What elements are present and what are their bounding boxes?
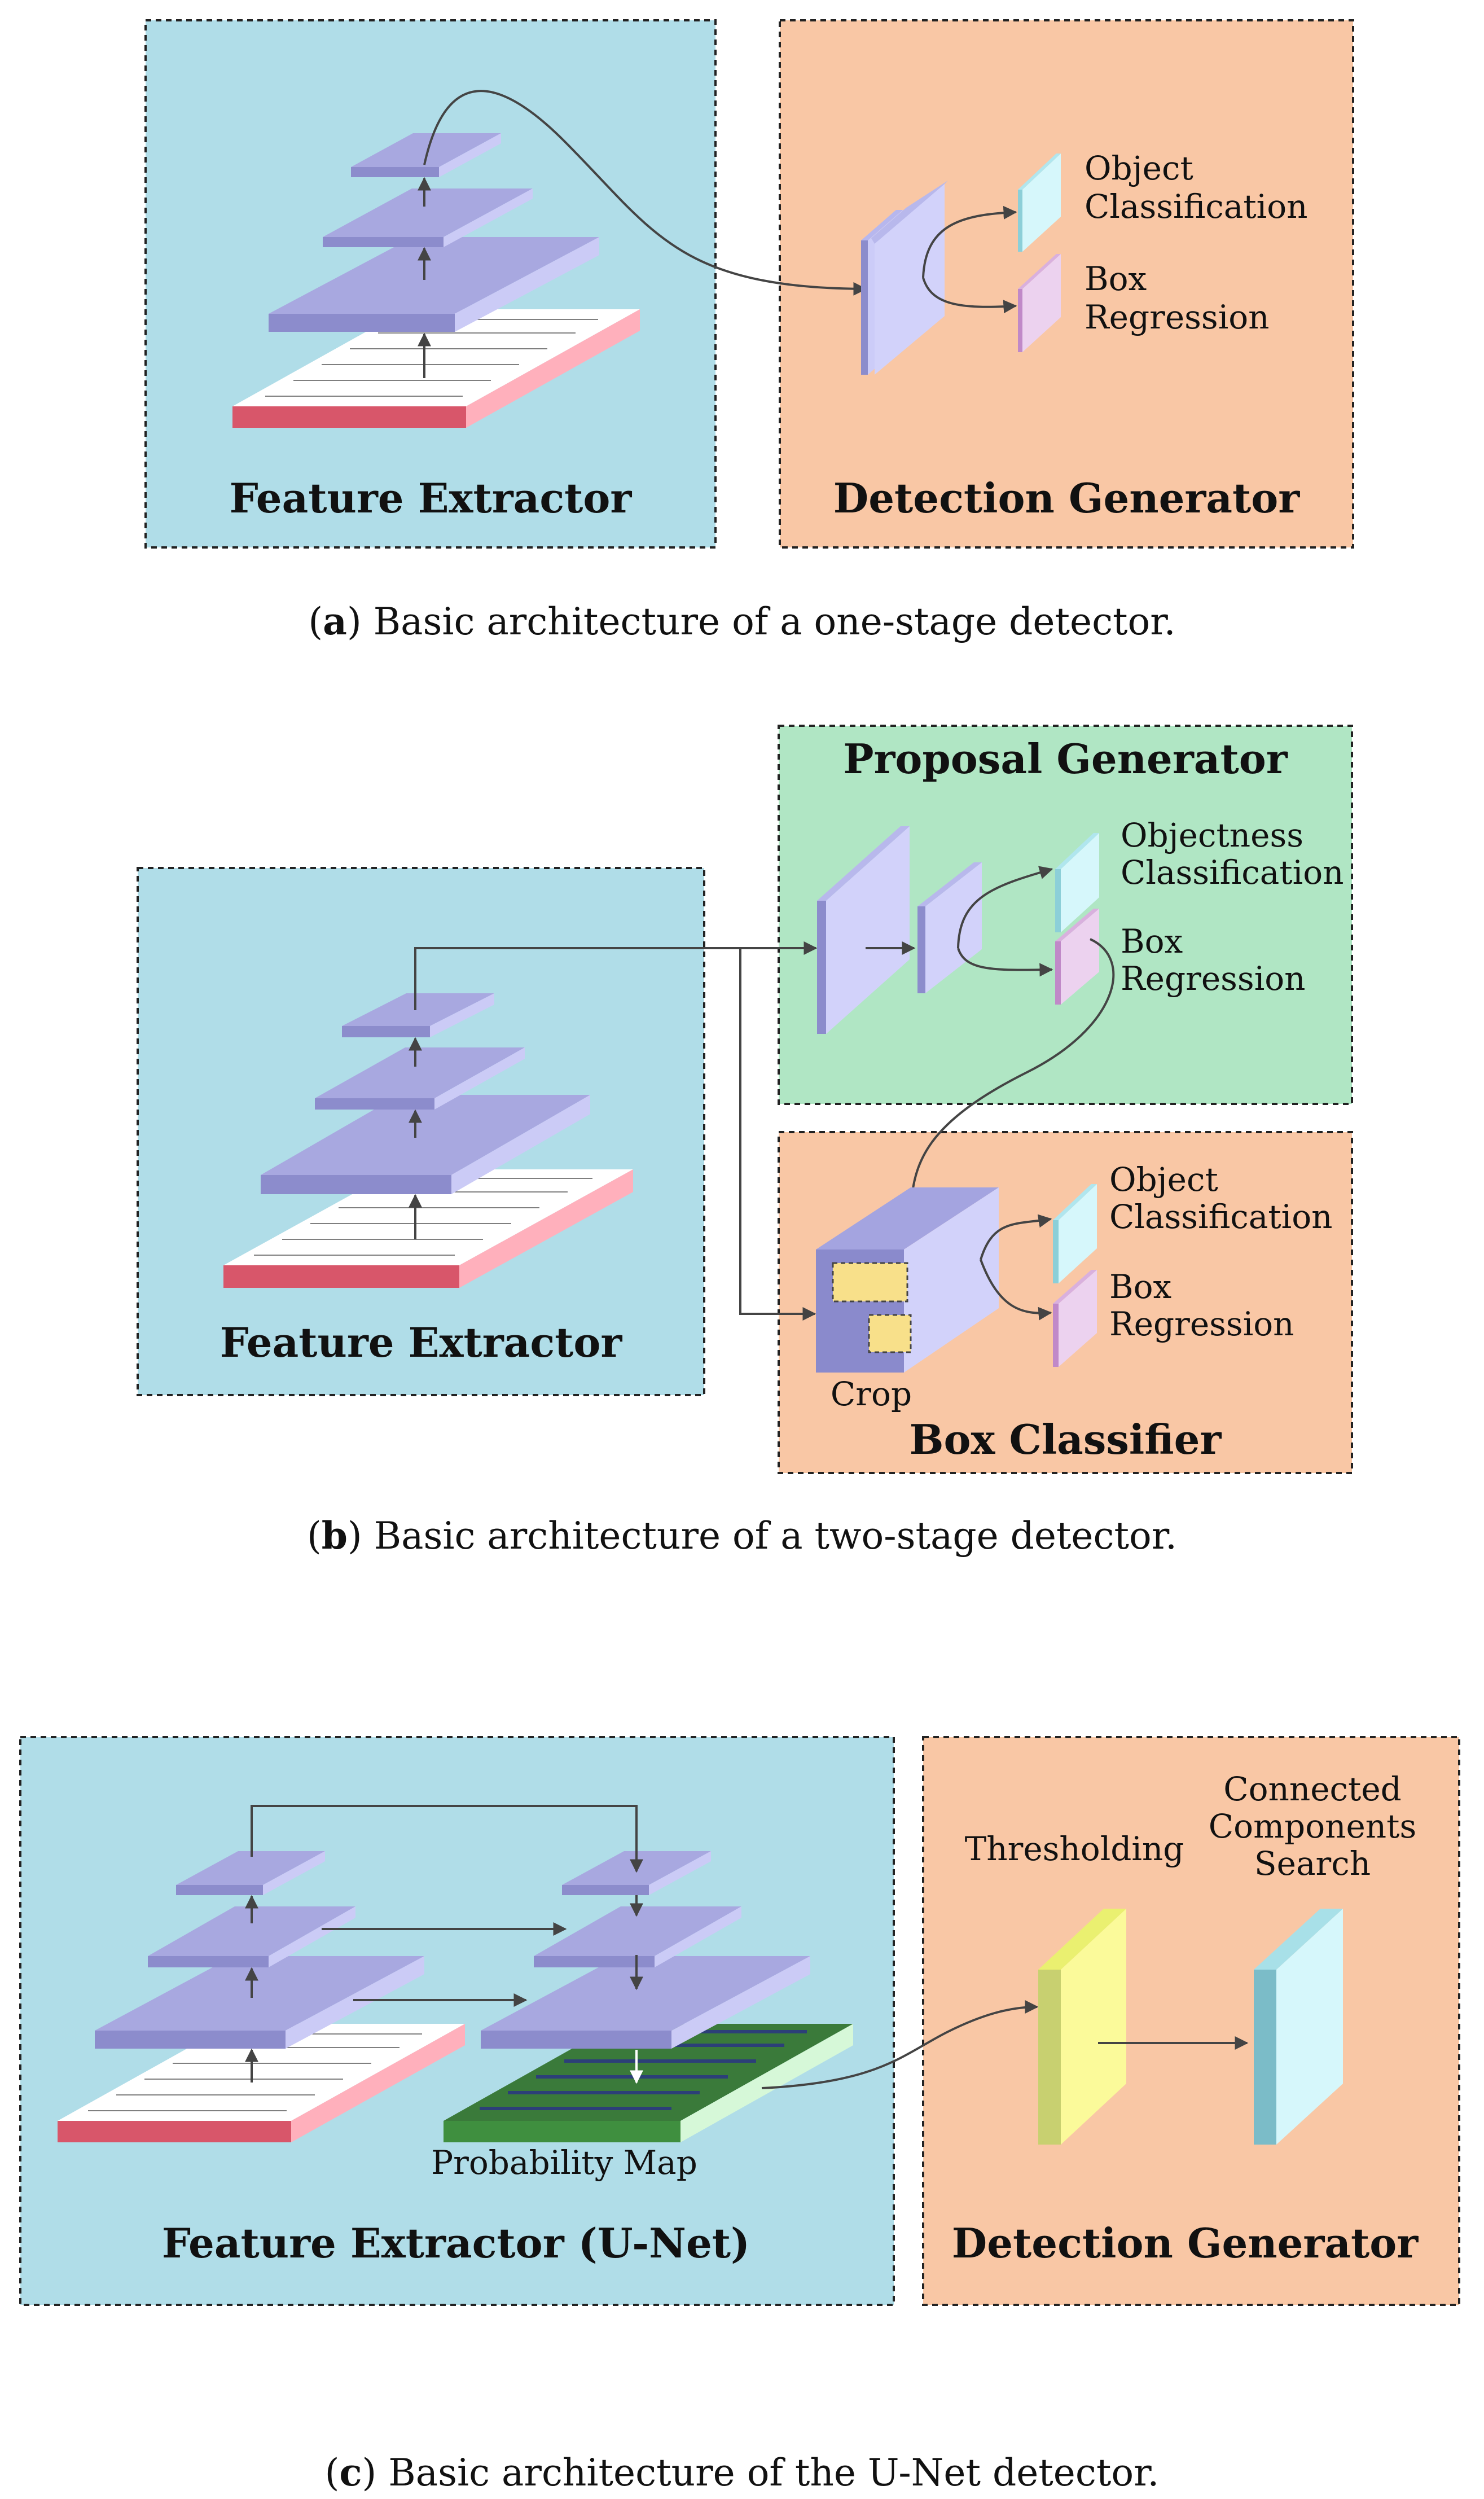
probability-map — [444, 2024, 853, 2142]
thresholding-block — [1038, 1909, 1126, 2145]
label-objectness: Objectness — [1121, 816, 1303, 854]
objectness-classification-output — [1055, 833, 1099, 932]
crop-region-2 — [868, 1314, 912, 1353]
head-block — [861, 181, 948, 375]
proposal-generator-title: Proposal Generator — [843, 735, 1288, 783]
probability-map-label: Probability Map — [431, 2143, 697, 2182]
label-regression: Regression — [1121, 959, 1306, 998]
input-document — [232, 309, 640, 428]
panel-b: Objectness Classification Box Regression… — [137, 725, 1353, 1558]
feature-layers — [261, 993, 590, 1194]
caption-b: (b) Basic architecture of a two-stage de… — [307, 1514, 1177, 1558]
label-regression: Regression — [1109, 1305, 1294, 1343]
box-classifier-title: Box Classifier — [910, 1415, 1222, 1463]
caption-a: (a) Basic architecture of a one-stage de… — [308, 599, 1175, 643]
crop-label: Crop — [831, 1375, 912, 1413]
feature-extractor-unet-title: Feature Extractor (U-Net) — [162, 2219, 750, 2267]
proposal-block-small — [917, 862, 982, 993]
box-regression-output — [1018, 254, 1061, 352]
connection-to-proposal — [414, 941, 818, 1010]
detection-generator-box — [922, 1736, 1460, 2306]
detection-generator-title: Detection Generator — [952, 2219, 1419, 2267]
connection-to-classifier — [739, 948, 816, 1321]
connected-components-block — [1254, 1909, 1343, 2145]
panel-a: Object Classification Box Regression Fea… — [144, 19, 1354, 643]
box-regression-classifier-output — [1053, 1270, 1097, 1367]
label-components: Components — [1209, 1807, 1416, 1845]
crop-cube — [816, 1187, 999, 1373]
thresholding-label: Thresholding — [965, 1830, 1184, 1868]
label-search: Search — [1254, 1844, 1371, 1883]
label-connected: Connected — [1223, 1770, 1402, 1808]
skip-connection-top — [251, 1805, 643, 1873]
input-document — [223, 1169, 633, 1288]
feature-layers — [269, 133, 599, 332]
caption-c: (c) Basic architecture of the U-Net dete… — [325, 2450, 1160, 2494]
label-classification: Classification — [1085, 187, 1307, 226]
input-document — [58, 2024, 465, 2142]
object-classification-output — [1018, 154, 1061, 252]
label-box: Box — [1109, 1268, 1171, 1306]
decoder-layers — [481, 1851, 810, 2049]
label-object: Object — [1085, 149, 1193, 187]
object-classification-output — [1053, 1184, 1097, 1283]
feature-extractor-box — [137, 867, 705, 1396]
label-box: Box — [1121, 922, 1183, 961]
label-classification: Classification — [1109, 1198, 1332, 1236]
label-box: Box — [1085, 260, 1147, 298]
proposal-block-large — [817, 826, 910, 1034]
feature-extractor-title: Feature Extractor — [230, 474, 633, 522]
encoder-layers — [95, 1851, 424, 2049]
panel-c: Probability Map Thresholding Connected C… — [19, 1736, 1460, 2494]
map-to-threshold-arrow — [761, 2000, 1039, 2089]
label-regression: Regression — [1085, 298, 1270, 336]
detection-generator-title: Detection Generator — [833, 474, 1301, 522]
crop-region-1 — [832, 1262, 908, 1303]
label-classification: Classification — [1121, 853, 1343, 892]
label-object: Object — [1109, 1160, 1218, 1199]
box-regression-proposal-output — [1055, 909, 1099, 1005]
proposal-to-classifier-arrow — [905, 938, 1115, 1209]
connection-arrow — [423, 90, 867, 296]
feature-extractor-title: Feature Extractor — [220, 1318, 623, 1366]
